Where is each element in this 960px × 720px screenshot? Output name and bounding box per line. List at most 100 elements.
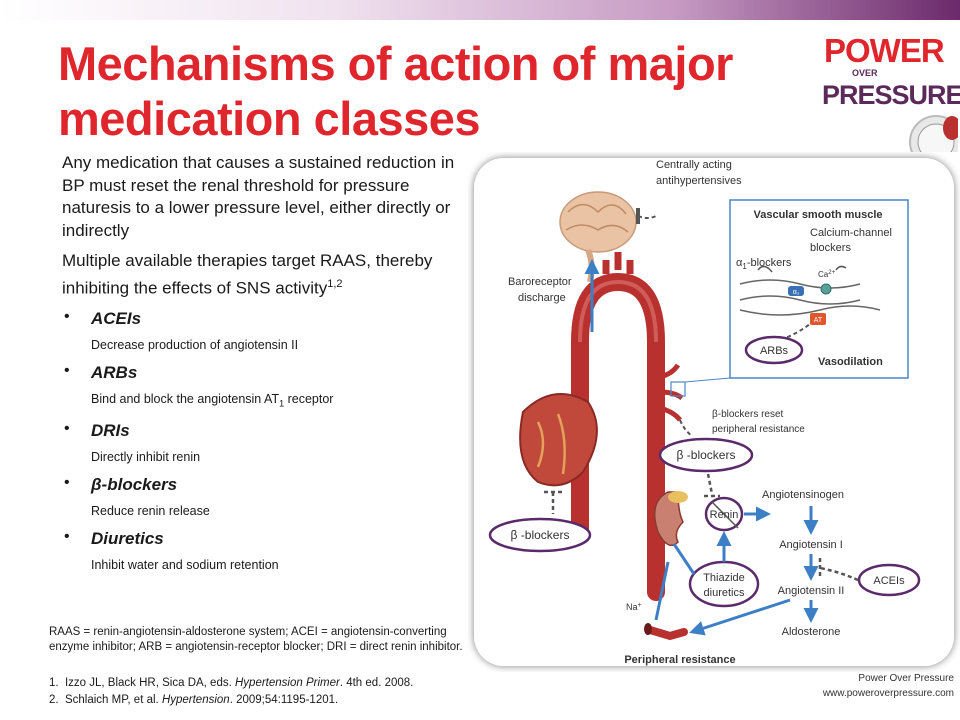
reference-tail: . 4th ed. 2008. — [339, 677, 414, 689]
label-ca: Ca2+ — [818, 270, 836, 279]
bullet-head: ARBs — [91, 362, 138, 382]
artery-branches — [659, 363, 731, 422]
reference-num: 2. — [49, 694, 59, 706]
bullet-head: β-blockers — [91, 475, 178, 495]
reference-authors: Schlaich MP, et al. — [64, 694, 162, 706]
logo-line3: PRESSURE — [822, 80, 960, 110]
bullet-desc: Directly inhibit renin — [91, 450, 201, 465]
bullet-desc: Decrease production of angiotensin II — [91, 337, 299, 352]
beta-left-oval — [488, 517, 592, 553]
calcium-channel — [820, 283, 832, 295]
label-at-receptor: AT — [814, 317, 823, 324]
label-aceis: ACEIs — [873, 575, 905, 587]
label-ccb-1: Calcium-channel — [810, 227, 892, 239]
arrow-kidney-thiazide — [672, 543, 696, 575]
kidney-illustration — [653, 491, 688, 547]
vessel-illustration — [644, 623, 688, 641]
beta-right-inhibitor — [704, 473, 720, 498]
label-ca-sup: 2+ — [828, 270, 835, 276]
label-aldosterone: Aldosterone — [782, 626, 841, 638]
label-thiazide-2: diuretics — [704, 587, 745, 599]
power-over-pressure-logo: POWER OVER PRESSURE — [818, 30, 960, 152]
logo-line2: OVER — [852, 68, 878, 78]
bullet-head: Diuretics — [91, 529, 164, 549]
paragraph-raas-text: Multiple available therapies target RAAS… — [62, 251, 433, 298]
reference-journal: Hypertension — [161, 694, 230, 706]
bullet-dot: • — [64, 420, 70, 438]
label-peripheral: Peripheral resistance — [624, 654, 735, 666]
label-arbs: ARBs — [760, 345, 789, 357]
label-beta-reset-2: peripheral resistance — [712, 424, 805, 435]
label-na: Na+ — [626, 602, 642, 612]
label-central-1: Centrally acting — [656, 159, 732, 171]
label-ca-base: Ca — [818, 270, 829, 279]
bullet-dris: • DRIs Directly inhibit renin — [62, 420, 467, 466]
label-ccb-2: blockers — [810, 242, 851, 254]
slide-title: Mechanisms of action of major medication… — [58, 37, 733, 145]
label-alpha-tail: -blockers — [747, 257, 792, 269]
label-angiotensinogen: Angiotensinogen — [762, 489, 844, 501]
label-vasodilation: Vasodilation — [818, 356, 883, 368]
bullet-aceis: • ACEIs Decrease production of angiotens… — [62, 308, 467, 354]
paragraph-raas-ref: 1,2 — [327, 277, 343, 290]
paragraph-renal-threshold: Any medication that causes a sustained r… — [62, 153, 455, 240]
label-alpha: α — [736, 257, 743, 269]
bullet-desc-text: Bind and block the angiotensin AT — [91, 391, 280, 406]
beta-left-inhibitor — [544, 490, 562, 514]
aceis-inhibitor — [818, 558, 859, 582]
reference-num: 1. — [49, 677, 59, 689]
thiazide-oval — [688, 560, 760, 608]
brand-url[interactable]: www.poweroverpressure.com — [822, 688, 954, 699]
label-na-base: Na — [626, 602, 638, 612]
aorta-illustration — [571, 252, 665, 601]
gauge-icon — [909, 115, 958, 152]
label-beta-left: β -blockers — [511, 528, 570, 542]
bullet-beta-blockers: • β-blockers Reduce renin release — [62, 474, 467, 520]
label-ang2: Angiotensin II — [778, 585, 845, 597]
reference-2: 2. Schlaich MP, et al. Hypertension. 200… — [49, 692, 489, 709]
label-alpha-sub: 1 — [742, 262, 747, 271]
abbreviations-footnote: RAAS = renin-angiotensin-aldosterone sys… — [49, 626, 463, 653]
aceis-oval — [857, 563, 921, 597]
brand-name: Power Over Pressure — [858, 673, 954, 684]
label-alpha-receptor: α₁ — [793, 289, 800, 296]
bullet-dot: • — [64, 474, 70, 492]
bullet-desc: Inhibit water and sodium retention — [91, 558, 279, 573]
label-central-2: antihypertensives — [656, 175, 742, 187]
bullet-head: DRIs — [91, 421, 130, 441]
reference-1: 1. Izzo JL, Black HR, Sica DA, eds. Hype… — [49, 675, 489, 692]
beta-reset-inhibitor — [679, 419, 693, 437]
label-na-sup: + — [638, 602, 642, 609]
bullet-desc-tail: receptor — [284, 391, 334, 406]
main-text: Any medication that causes a sustained r… — [62, 152, 467, 574]
heart-illustration — [519, 393, 598, 487]
bullet-dot: • — [64, 528, 70, 546]
bullet-dot: • — [64, 307, 70, 325]
bullet-desc: Reduce renin release — [91, 504, 210, 519]
label-thiazide-1: Thiazide — [703, 572, 745, 584]
reference-authors: Izzo JL, Black HR, Sica DA, eds. — [64, 677, 235, 689]
renin-strike — [711, 501, 739, 529]
reference-tail: . 2009;54:1195-1201. — [229, 694, 339, 706]
references: 1. Izzo JL, Black HR, Sica DA, eds. Hype… — [49, 675, 489, 709]
logo-line1: POWER — [824, 32, 945, 69]
label-beta-right: β -blockers — [677, 448, 736, 462]
bullet-dot: • — [64, 361, 70, 379]
beta-right-oval — [658, 437, 754, 473]
arbs-oval — [744, 335, 804, 365]
alpha1-receptor — [788, 286, 804, 296]
label-vsm-title: Vascular smooth muscle — [754, 209, 883, 221]
at-receptor — [810, 313, 826, 325]
reference-journal: Hypertension Primer — [235, 677, 340, 689]
central-inhibitor-mark — [636, 208, 657, 224]
arrow-ang2-to-vessel — [689, 598, 791, 636]
arrow-thiazide-to-vessel — [654, 561, 670, 621]
bullet-desc: Bind and block the angiotensin AT1 recep… — [91, 390, 467, 413]
label-ang1: Angiotensin I — [779, 539, 843, 551]
label-baro-1: Baroreceptor — [508, 276, 572, 288]
label-baro-2: discharge — [518, 292, 566, 304]
bullet-diuretics: • Diuretics Inhibit water and sodium ret… — [62, 528, 467, 574]
label-alpha-blockers: α1-blockers — [736, 257, 792, 271]
membrane-illustration — [739, 265, 881, 316]
top-gradient-bar — [0, 0, 960, 20]
